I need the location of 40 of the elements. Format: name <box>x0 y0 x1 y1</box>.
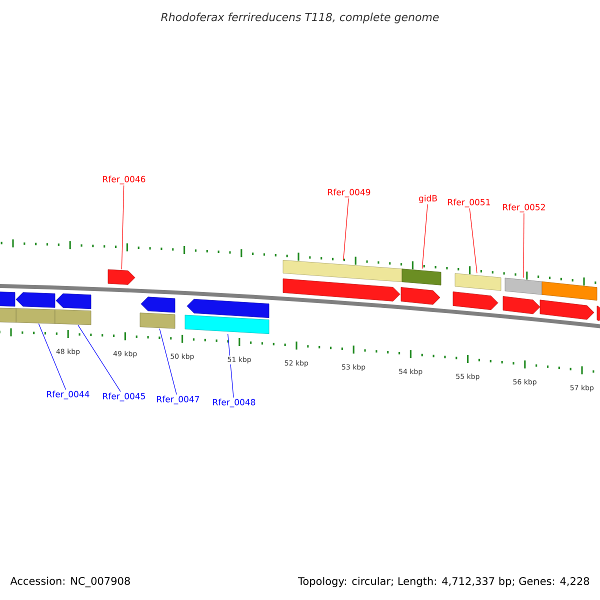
footer-text: Accession: NC_007908 <box>10 576 130 588</box>
leader-line <box>469 208 478 274</box>
gene-label: Rfer_0047 <box>157 396 200 404</box>
gene-block <box>454 273 502 291</box>
gene-block <box>140 312 176 329</box>
gene-block <box>56 293 92 310</box>
gene-label: Rfer_0044 <box>47 390 90 400</box>
gene-label: Rfer_0045 <box>103 392 145 402</box>
gene-block <box>400 287 440 305</box>
gene-block <box>0 292 16 307</box>
gene-block <box>282 260 402 282</box>
leader-line <box>228 334 234 398</box>
footer-text: Topology: circular; Length: 4,712,337 bp; Genes: 4,228 <box>298 576 590 588</box>
gene-block <box>140 296 176 313</box>
gene-block <box>186 298 270 318</box>
gene-block <box>502 296 540 314</box>
gene-label: Rfer_0046 <box>103 176 146 184</box>
gene-block <box>452 292 498 310</box>
gene-block <box>504 278 542 295</box>
gene-block <box>540 300 594 320</box>
title: Rhodoferax ferrireducens T118, complete genome <box>161 12 439 24</box>
leader-line <box>343 198 349 260</box>
gene-label: Rfer_0052 <box>503 204 545 212</box>
leader-line <box>159 328 177 395</box>
leader-line <box>121 185 124 270</box>
leader-line <box>78 324 121 392</box>
gene-block <box>54 309 92 326</box>
gene-block <box>108 269 136 285</box>
gene-label: Rfer_0051 <box>448 198 490 208</box>
gene-block <box>596 306 600 322</box>
leader-line <box>523 213 524 278</box>
gene-block <box>402 268 442 286</box>
leader-line <box>422 204 428 269</box>
leader-line <box>38 324 66 390</box>
gene-block <box>542 281 598 301</box>
gene-label: gidB <box>418 194 437 204</box>
gene-label: Rfer_0048 <box>213 398 256 408</box>
gene-label: Rfer_0049 <box>328 188 370 198</box>
gene-block <box>0 308 16 323</box>
gene-block <box>184 314 270 334</box>
